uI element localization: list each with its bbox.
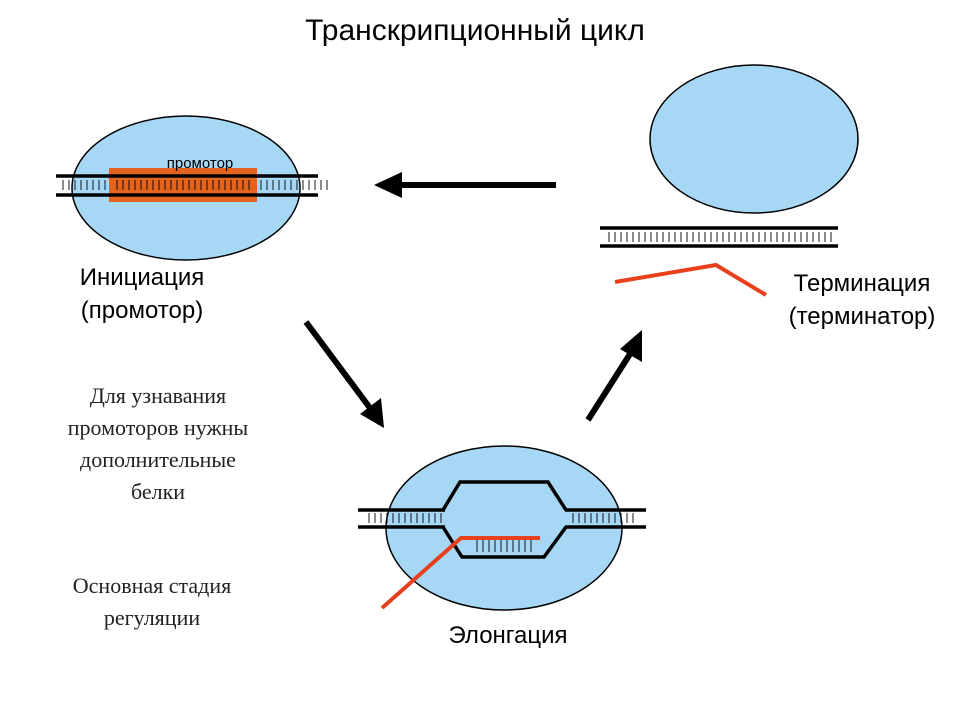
arrow-initiation-to-elongation xyxy=(360,398,384,428)
proteins-note-line2: промоторов нужны xyxy=(68,415,249,440)
elongation-dna-rungs-right xyxy=(568,513,638,523)
termination-polymerase xyxy=(649,64,859,214)
proteins-note-line1: Для узнавания xyxy=(90,383,226,408)
proteins-note-line4: белки xyxy=(131,479,185,504)
slide-title: Транскрипционный цикл xyxy=(305,14,645,47)
promoter-label: промотор xyxy=(167,155,234,172)
regulation-note-line1: Основная стадия xyxy=(73,573,231,598)
released-rna xyxy=(614,262,768,297)
arrow-elongation-to-termination xyxy=(620,330,642,362)
initiation-stage: промотор Инициация (промотор) xyxy=(56,115,332,324)
elongation-dna-rungs-left xyxy=(364,513,444,523)
transcription-bubble-bottom-strand xyxy=(441,525,568,559)
termination-stage: Терминация (терминатор) xyxy=(600,64,936,330)
initiation-sublabel: (промотор) xyxy=(81,297,203,324)
rna-dna-hybrid-rungs xyxy=(474,540,534,552)
initiation-label: Инициация xyxy=(80,264,205,291)
nascent-rna xyxy=(380,536,540,610)
proteins-note-line3: дополнительные xyxy=(80,447,236,472)
arrow-termination-to-initiation xyxy=(374,172,402,198)
promoter-dna-rungs xyxy=(112,180,254,190)
termination-sublabel: (терминатор) xyxy=(789,303,936,330)
side-notes: Для узнавания промоторов нужны дополните… xyxy=(68,383,249,630)
regulation-note-line2: регуляции xyxy=(104,605,200,630)
termination-dna-rungs xyxy=(606,232,834,242)
termination-label: Терминация xyxy=(794,270,931,297)
cycle-arrows xyxy=(303,172,642,428)
transcription-bubble-top-strand xyxy=(441,480,568,511)
elongation-label: Элонгация xyxy=(448,622,567,649)
elongation-stage: Элонгация xyxy=(358,445,646,649)
